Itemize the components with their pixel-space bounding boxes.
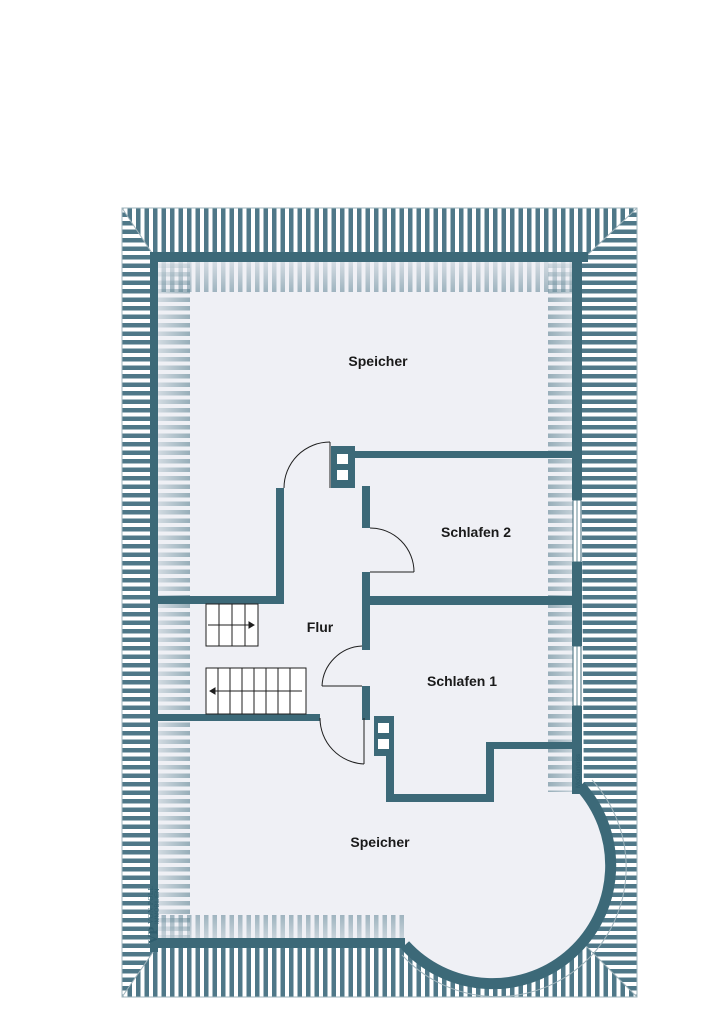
wall-outer-top (150, 252, 588, 262)
wall-schlafen2-left-lower (362, 572, 370, 650)
credit-text: McGrundriss (576, 754, 582, 788)
wall-schlafen2-top (332, 451, 578, 458)
wall-outer-bottom (150, 938, 405, 948)
room-label-speicher-bottom: Speicher (350, 834, 410, 850)
wall-stair-bottom (158, 714, 320, 721)
logo: VP VON POLL IMMOBILIEN (145, 886, 161, 944)
stairs (205, 603, 307, 715)
doors (283, 441, 415, 765)
door-schlafen1 (321, 645, 363, 687)
bay-wall (400, 779, 627, 998)
wall-schlafen2-left-upper (362, 486, 370, 528)
logo-name: VON POLL (147, 886, 155, 924)
wall-outer-right-low (572, 706, 582, 794)
wall-schlafen1-left-lower (386, 750, 394, 802)
room-label-speicher-top: Speicher (348, 353, 408, 369)
wall-flur-left (276, 488, 284, 604)
door-speicher-top (283, 441, 331, 489)
logo-mark: VP (145, 927, 160, 944)
room-label-schlafen-1: Schlafen 1 (427, 673, 497, 689)
room-label-flur: Flur (307, 619, 334, 635)
wall-bedroom-divider (362, 596, 578, 605)
door-schlafen2 (369, 527, 415, 573)
wall-outer-right-top (572, 252, 582, 500)
door-speicher-bottom (319, 717, 365, 765)
walls (150, 252, 588, 952)
wall-schlafen1-bottom (386, 794, 494, 802)
room-label-schlafen-2: Schlafen 2 (441, 524, 511, 540)
wall-outer-left (150, 252, 158, 952)
logo-sub: IMMOBILIEN (155, 889, 161, 924)
wall-stair-top (158, 596, 284, 604)
